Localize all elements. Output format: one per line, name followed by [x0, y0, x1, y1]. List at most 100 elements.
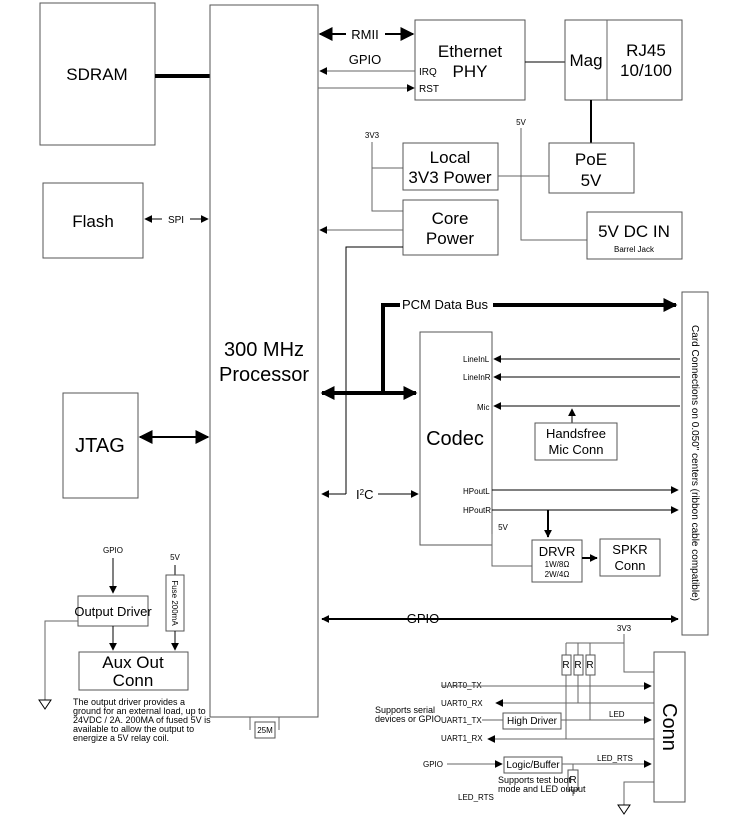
eth-gpio-label: GPIO — [349, 52, 382, 67]
aux-v5-label: 5V — [170, 553, 180, 562]
uart1-rx-label: UART1_RX — [441, 734, 483, 743]
aux-gpio-label: GPIO — [103, 546, 123, 555]
codec-block: Codec LineInL LineInR Mic HPoutL HPoutR — [419, 331, 493, 546]
logic-buffer-label: Logic/Buffer — [506, 760, 560, 771]
drvr-v5-label: 5V — [498, 523, 508, 532]
codec-linein-l-pin: LineInL — [463, 355, 490, 364]
sdram-block: SDRAM — [39, 2, 156, 146]
resistor-label-1: R — [562, 660, 569, 671]
serial-note: Supports serial devices or GPIO — [375, 705, 441, 724]
poe-block: PoE 5V — [548, 142, 635, 194]
card-connector-label: Card Connections on 0.050" centers (ribb… — [689, 325, 700, 601]
drvr-v5-link — [491, 534, 532, 567]
buffer-gpio-label: GPIO — [423, 760, 443, 769]
core-power-label-2: Power — [426, 229, 475, 248]
conn-block: Conn — [653, 651, 686, 803]
uart0-rx-label: UART0_RX — [441, 699, 483, 708]
drvr-block: DRVR 1W/8Ω 2W/4Ω — [531, 539, 583, 583]
resistor-label-3: R — [586, 660, 593, 671]
core-power-label-1: Core — [432, 209, 469, 228]
local-power-label-1: Local — [430, 148, 471, 167]
codec-linein-r-pin: LineInR — [463, 373, 491, 382]
pullup-resistors: R R R — [561, 643, 596, 739]
local-power-label-2: 3V3 Power — [408, 168, 491, 187]
ground-symbol — [38, 699, 52, 710]
codec-hpout-r-pin: HPoutR — [463, 506, 491, 515]
rmii-label: RMII — [351, 27, 378, 42]
conn-label: Conn — [658, 703, 680, 751]
conn-ground-symbol — [617, 804, 631, 815]
crystal-label: 25M — [257, 726, 273, 735]
led-label: LED — [609, 710, 625, 719]
eth-label-1: Ethernet — [438, 42, 503, 61]
v5-rail-label: 5V — [516, 118, 526, 127]
led-rts-bottom-label: LED_RTS — [458, 793, 494, 802]
conn-v3v3-label: 3V3 — [617, 624, 632, 633]
spkr-block: SPKR Conn — [599, 538, 661, 577]
output-driver-label: Output Driver — [74, 604, 152, 619]
drvr-label: DRVR — [539, 544, 576, 559]
v5-dcin-link — [520, 128, 587, 241]
spkr-label-2: Conn — [614, 558, 645, 573]
crystal-block: 25M — [249, 717, 280, 739]
i2c-label: I2C — [356, 487, 373, 502]
local-power-block: Local 3V3 Power — [402, 142, 499, 191]
resistor-label-2: R — [574, 660, 581, 671]
flash-label: Flash — [72, 212, 114, 231]
dcin-block: 5V DC IN Barrel Jack — [586, 211, 683, 260]
processor-block: 300 MHz Processor — [209, 4, 319, 718]
drvr-spec-1: 1W/8Ω — [545, 560, 570, 569]
output-driver-note: The output driver provides a ground for … — [73, 697, 213, 743]
led-rts-label: LED_RTS — [597, 754, 633, 763]
flash-block: Flash — [42, 182, 144, 259]
pullup-rail — [566, 642, 654, 673]
output-driver-block: Output Driver — [74, 595, 152, 627]
eth-rst-pin: RST — [419, 84, 439, 95]
gpio-bus-label: GPIO — [407, 611, 440, 626]
pulldown-resistor-label: R — [569, 775, 576, 786]
poe-label-1: PoE — [575, 150, 607, 169]
mag-rj45-block: Mag RJ45 10/100 — [564, 19, 683, 101]
aux-out-block: Aux Out Conn — [78, 651, 189, 691]
eth-irq-pin: IRQ — [419, 67, 437, 78]
rj45-label-1: RJ45 — [626, 41, 666, 60]
i2c-riser — [345, 246, 403, 494]
spi-label: SPI — [168, 215, 184, 226]
test-boot-note: Supports test boot mode and LED output — [498, 775, 586, 794]
codec-label: Codec — [426, 428, 484, 450]
codec-mic-pin: Mic — [477, 403, 489, 412]
codec-hpout-l-pin: HPoutL — [463, 487, 490, 496]
pulldown-resistor: R — [567, 764, 579, 796]
handsfree-label-1: Handsfree — [546, 426, 606, 441]
processor-label-2: Processor — [219, 364, 309, 386]
output-driver-ground-line — [44, 620, 78, 700]
aux-label-1: Aux Out — [102, 653, 164, 672]
dcin-sublabel: Barrel Jack — [614, 245, 655, 254]
handsfree-label-2: Mic Conn — [549, 442, 604, 457]
core-power-block: Core Power — [402, 199, 499, 256]
eth-label-2: PHY — [453, 62, 488, 81]
aux-label-2: Conn — [113, 671, 154, 690]
processor-label-1: 300 MHz — [224, 339, 304, 361]
drvr-spec-2: 2W/4Ω — [545, 570, 570, 579]
v3v3-rail-label: 3V3 — [365, 131, 380, 140]
poe-label-2: 5V — [581, 171, 602, 190]
sdram-label: SDRAM — [66, 65, 127, 84]
conn-ground-line — [623, 781, 654, 805]
dcin-label: 5V DC IN — [598, 222, 670, 241]
card-connector-block: Card Connections on 0.050" centers (ribb… — [681, 291, 709, 636]
pcm-bus-riser — [381, 303, 400, 393]
spkr-label-1: SPKR — [612, 542, 647, 557]
jtag-label: JTAG — [75, 435, 125, 457]
ethernet-phy-block: Ethernet PHY IRQ RST — [414, 19, 526, 101]
rj45-label-2: 10/100 — [620, 61, 672, 80]
handsfree-block: Handsfree Mic Conn — [534, 422, 618, 461]
high-driver-block: High Driver — [502, 712, 562, 730]
fuse-label: Fuse 200mA — [170, 580, 179, 626]
mag-label: Mag — [569, 51, 602, 70]
logic-buffer-block: Logic/Buffer — [503, 756, 563, 774]
pcm-bus-label: PCM Data Bus — [402, 297, 488, 312]
uart1-tx-label: UART1_TX — [441, 716, 482, 725]
fuse-block: Fuse 200mA — [165, 574, 185, 632]
